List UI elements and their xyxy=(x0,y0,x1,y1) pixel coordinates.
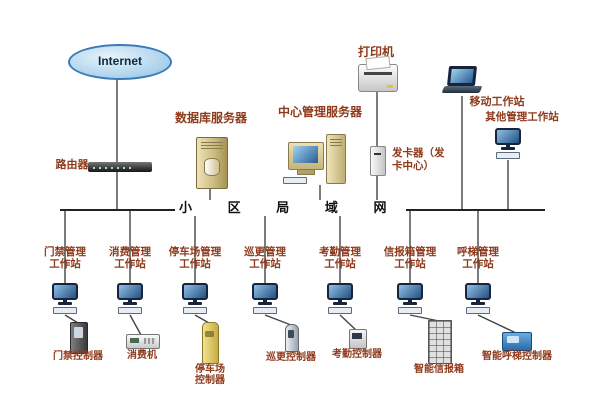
other-workstation-pc-icon xyxy=(493,128,523,160)
keyboard-icon xyxy=(466,307,490,314)
device-label-consumption: 消费机 xyxy=(127,350,157,361)
access-controller-icon xyxy=(70,322,88,354)
monitor-icon xyxy=(327,283,353,300)
workstation-pc-icon xyxy=(325,283,355,315)
laptop-icon xyxy=(441,66,483,96)
workstation-pc-icon xyxy=(115,283,145,315)
monitor-icon xyxy=(117,283,143,300)
device-label-parking: 停车场控制器 xyxy=(195,364,225,386)
monitor-icon xyxy=(182,283,208,300)
laptop-screen xyxy=(446,66,478,86)
keyboard-icon xyxy=(53,307,77,314)
card-issuer-icon xyxy=(370,146,386,176)
central-server-tower-icon xyxy=(326,134,346,184)
monitor-icon xyxy=(252,283,278,300)
card-issuer-label: 发卡器（发卡中心） xyxy=(392,147,445,172)
database-server-icon xyxy=(196,137,228,189)
device-label-mailbox: 智能信报箱 xyxy=(414,364,464,375)
keyboard-icon xyxy=(496,152,520,159)
monitor-icon xyxy=(52,283,78,300)
attendance-controller-icon xyxy=(349,329,367,349)
monitor-icon xyxy=(465,283,491,300)
internet-cloud: Internet xyxy=(68,44,172,80)
workstation-label-parking: 停车场管理工作站 xyxy=(168,246,222,270)
workstation-label-attendance: 考勤管理工作站 xyxy=(319,246,361,270)
workstation-pc-icon xyxy=(463,283,493,315)
workstation-label-patrol: 巡更管理工作站 xyxy=(244,246,286,270)
other-workstation-label: 其他管理工作站 xyxy=(485,111,559,123)
mobile-workstation-label: 移动工作站 xyxy=(469,96,525,108)
elevator-controller-icon xyxy=(502,332,532,351)
router-icon xyxy=(88,162,152,172)
router-label: 路由器 xyxy=(55,159,89,171)
device-label-access: 门禁控制器 xyxy=(53,351,103,362)
database-server-label: 数据库服务器 xyxy=(174,111,247,125)
keyboard-icon xyxy=(398,307,422,314)
mailbox-cabinet-icon xyxy=(428,320,452,364)
workstation-label-access: 门禁管理工作站 xyxy=(44,246,86,270)
device-label-elevator: 智能呼梯控制器 xyxy=(482,351,552,362)
workstation-label-mailbox: 信报箱管理工作站 xyxy=(383,246,437,270)
printer-icon xyxy=(358,64,398,92)
lan-bus-label: 小 区 局 域 网 xyxy=(175,200,407,216)
parking-pillar-icon xyxy=(202,322,219,364)
workstation-label-elevator: 呼梯管理工作站 xyxy=(457,246,499,270)
workstation-pc-icon xyxy=(50,283,80,315)
central-server-monitor-icon xyxy=(288,142,324,170)
device-label-patrol: 巡更控制器 xyxy=(266,352,316,363)
keyboard-icon xyxy=(118,307,142,314)
laptop-base xyxy=(441,86,483,93)
database-cylinder-icon xyxy=(204,158,220,176)
keyboard-icon xyxy=(328,307,352,314)
central-server-label: 中心管理服务器 xyxy=(277,105,362,119)
keyboard-icon xyxy=(183,307,207,314)
workstation-pc-icon xyxy=(250,283,280,315)
monitor-icon xyxy=(397,283,423,300)
patrol-controller-icon xyxy=(285,324,299,352)
pos-terminal-icon xyxy=(126,334,160,349)
keyboard-icon xyxy=(253,307,277,314)
workstation-pc-icon xyxy=(395,283,425,315)
monitor-icon xyxy=(495,128,521,145)
printer-light xyxy=(387,85,393,88)
central-server-monitor-base xyxy=(297,169,315,175)
workstation-pc-icon xyxy=(180,283,210,315)
device-label-attendance: 考勤控制器 xyxy=(332,349,382,360)
workstation-label-consumption: 消费管理工作站 xyxy=(109,246,151,270)
central-server-keyboard-icon xyxy=(283,177,307,184)
